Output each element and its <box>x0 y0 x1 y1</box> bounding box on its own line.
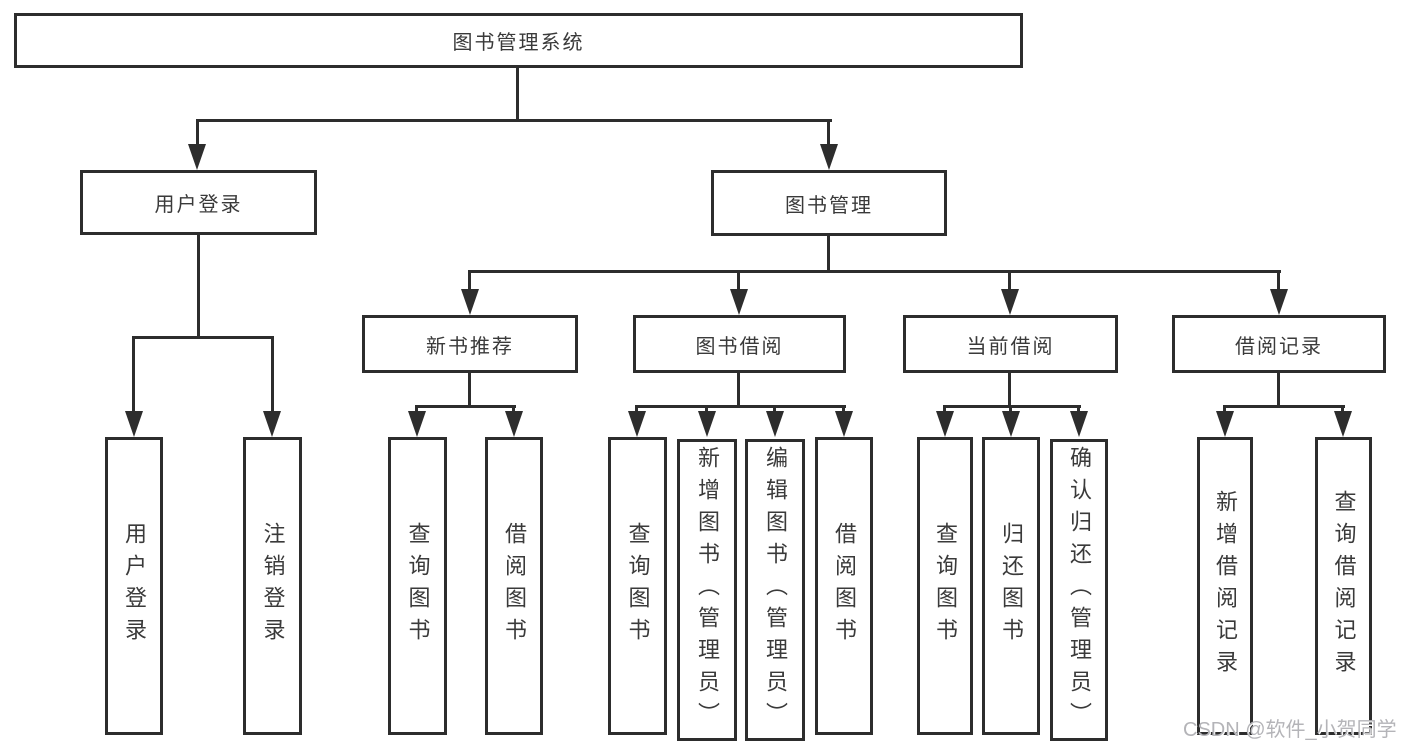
connector-newbook-distributor <box>415 405 516 408</box>
arrowhead-book-borrow <box>730 289 748 315</box>
leaf-label: 查询借阅记录 <box>1331 490 1357 682</box>
leaf-confirm-return-admin: 确认归还（管理员） <box>1050 439 1108 741</box>
node-borrow-records: 借阅记录 <box>1172 315 1386 373</box>
node-label: 用户登录 <box>154 194 243 216</box>
node-label: 图书借阅 <box>695 335 784 358</box>
node-label: 借阅记录 <box>1235 335 1323 358</box>
node-user-login: 用户登录 <box>80 170 317 235</box>
csdn-watermark: CSDN @软件_小贺同学 <box>1183 719 1397 741</box>
connector-stub-book-borrow <box>737 270 740 291</box>
arrowhead-user-login <box>188 144 206 170</box>
leaf-return-books: 归还图书 <box>982 437 1040 735</box>
arrowhead-query-books-a <box>408 411 426 437</box>
arrowhead-edit-books <box>766 411 784 437</box>
connector-bookborrow-distributor <box>635 405 846 408</box>
arrowhead-add-record <box>1216 411 1234 437</box>
leaf-label: 编辑图书（管理员） <box>763 446 788 734</box>
arrowhead-leaf-user-login <box>125 411 143 437</box>
arrowhead-query-books-b <box>628 411 646 437</box>
connector-currentborrow-stem <box>1008 373 1011 407</box>
leaf-query-books-newrec: 查询图书 <box>388 437 447 735</box>
arrowhead-add-books <box>698 411 716 437</box>
connector-stub-borrow-books-b <box>842 405 845 415</box>
leaf-query-books-borrow: 查询图书 <box>608 437 667 735</box>
leaf-label: 用户登录 <box>122 522 147 650</box>
connector-stub-current-borrow <box>1008 270 1011 291</box>
arrowhead-leaf-logout <box>263 411 281 437</box>
arrowhead-borrow-records <box>1270 289 1288 315</box>
connector-stub-book-management <box>827 119 830 148</box>
connector-stub-add-record <box>1223 405 1226 415</box>
node-book-management: 图书管理 <box>711 170 947 236</box>
connector-stub-query-books-a <box>415 405 418 415</box>
node-label: 新书推荐 <box>426 335 514 358</box>
leaf-borrow-books-borrow: 借阅图书 <box>815 437 873 735</box>
arrowhead-new-book <box>461 289 479 315</box>
leaf-label: 注销登录 <box>260 522 286 650</box>
leaf-label: 新增图书（管理员） <box>695 446 720 734</box>
connector-stub-query-books-c <box>943 405 946 415</box>
leaf-user-login: 用户登录 <box>105 437 163 735</box>
connector-stub-query-books-b <box>635 405 638 415</box>
connector-stub-borrow-records <box>1277 270 1280 291</box>
connector-stub-add-books <box>705 405 708 415</box>
connector-bookborrow-stem <box>737 373 740 407</box>
leaf-query-borrow-record: 查询借阅记录 <box>1315 437 1372 735</box>
connector-management-distributor <box>468 270 1281 273</box>
node-label: 图书管理系统 <box>452 32 585 54</box>
connector-stub-confirm-return <box>1077 405 1080 415</box>
arrowhead-query-books-c <box>936 411 954 437</box>
leaf-borrow-books-newrec: 借阅图书 <box>485 437 543 735</box>
node-book-borrow: 图书借阅 <box>633 315 846 373</box>
arrowhead-query-record <box>1334 411 1352 437</box>
connector-records-distributor <box>1223 405 1345 408</box>
leaf-label: 查询图书 <box>625 522 651 650</box>
leaf-add-books-admin: 新增图书（管理员） <box>677 439 737 741</box>
connector-stub-user-login <box>196 119 199 148</box>
leaf-logout-login: 注销登录 <box>243 437 302 735</box>
connector-stub-leaf-user-login <box>132 336 135 413</box>
connector-login-stem <box>197 235 200 338</box>
connector-currentborrow-distributor <box>943 405 1081 408</box>
connector-login-distributor <box>132 336 274 339</box>
connector-management-stem <box>827 236 830 272</box>
leaf-add-borrow-record: 新增借阅记录 <box>1197 437 1253 735</box>
connector-root-distributor <box>196 119 832 122</box>
connector-root-stem <box>516 68 519 122</box>
leaf-label: 查询图书 <box>405 522 431 650</box>
node-label: 当前借阅 <box>966 335 1055 358</box>
connector-stub-leaf-logout <box>271 336 274 413</box>
arrowhead-book-management <box>820 144 838 170</box>
arrowhead-current-borrow <box>1001 289 1019 315</box>
connector-newbook-stem <box>468 373 471 407</box>
connector-stub-query-record <box>1341 405 1344 415</box>
connector-stub-return-books <box>1009 405 1012 415</box>
arrowhead-confirm-return <box>1070 411 1088 437</box>
connector-records-stem <box>1277 373 1280 407</box>
node-new-book-recommend: 新书推荐 <box>362 315 578 373</box>
node-label: 图书管理 <box>785 194 873 217</box>
leaf-label: 归还图书 <box>999 522 1024 650</box>
node-current-borrow: 当前借阅 <box>903 315 1118 373</box>
leaf-label: 查询图书 <box>933 522 958 650</box>
connector-stub-new-book <box>468 270 471 291</box>
connector-stub-edit-books <box>773 405 776 415</box>
leaf-label: 确认归还（管理员） <box>1067 446 1092 734</box>
leaf-label: 借阅图书 <box>502 522 527 650</box>
leaf-label: 借阅图书 <box>832 522 857 650</box>
arrowhead-return-books <box>1002 411 1020 437</box>
arrowhead-borrow-books-b <box>835 411 853 437</box>
connector-stub-borrow-books-a <box>512 405 515 415</box>
leaf-query-books-current: 查询图书 <box>917 437 973 735</box>
node-library-management-system: 图书管理系统 <box>14 13 1023 68</box>
leaf-label: 新增借阅记录 <box>1213 490 1238 682</box>
arrowhead-borrow-books-a <box>505 411 523 437</box>
leaf-edit-books-admin: 编辑图书（管理员） <box>745 439 805 741</box>
